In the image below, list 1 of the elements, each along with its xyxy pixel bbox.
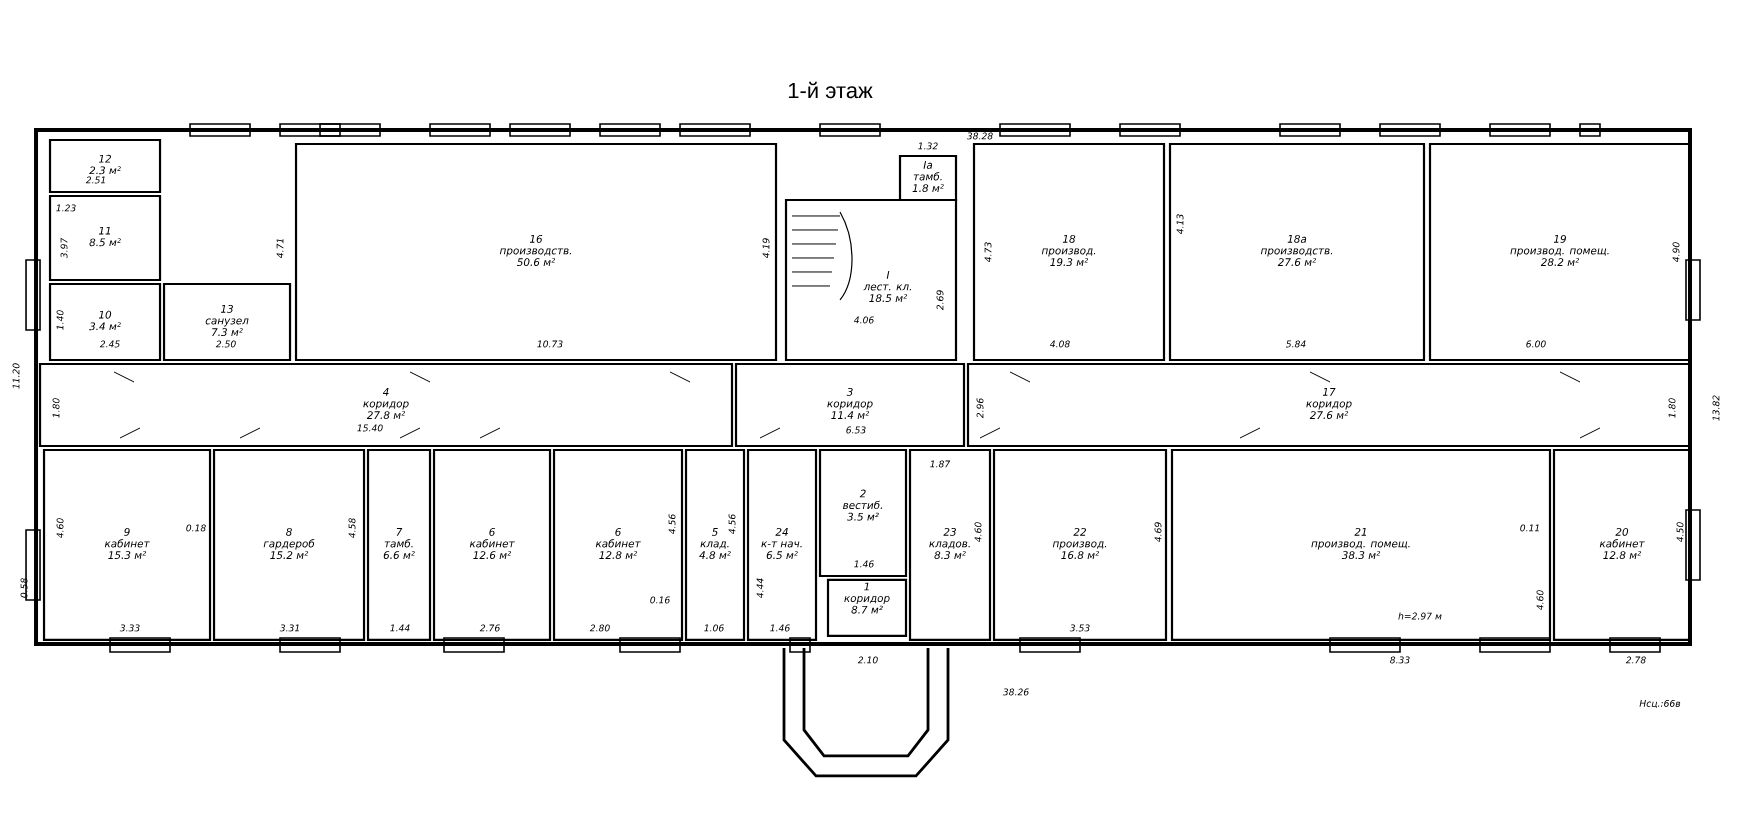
floor-title: 1-й этаж (788, 81, 873, 99)
